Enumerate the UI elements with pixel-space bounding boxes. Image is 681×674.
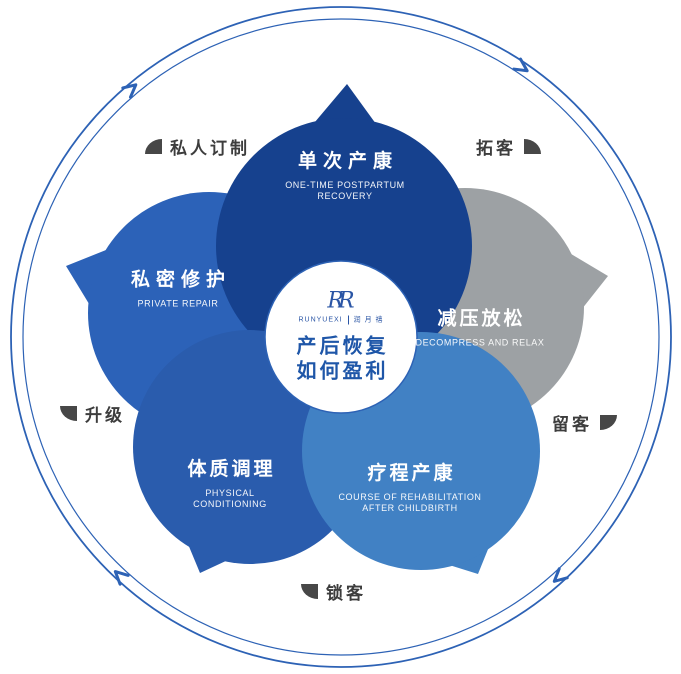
ring-label-text: 拓客 [476, 139, 516, 158]
flow-arrows [113, 57, 569, 586]
fan-icon [145, 139, 162, 154]
fan-icon [301, 584, 318, 599]
fan-icon [600, 415, 617, 430]
ring-label-text: 留客 [552, 415, 592, 434]
outer-ring [10, 6, 672, 668]
flow-arrow-bottom-left-icon [113, 570, 130, 586]
flow-arrow-top-left-icon [121, 83, 138, 99]
flow-arrow-top-right-icon [512, 57, 529, 73]
flow-arrow-bottom-right-icon [552, 567, 569, 583]
ring-label-text: 升级 [85, 406, 125, 425]
ring-label-text: 锁客 [326, 584, 366, 603]
ring-label-private-customization: 私人订制 [145, 134, 250, 159]
center-circle [264, 260, 418, 414]
ring-label-lock-customers: 锁客 [301, 579, 366, 604]
inner-ring [22, 18, 660, 656]
fan-icon [60, 406, 77, 421]
ring-label-upgrade: 升级 [60, 401, 125, 426]
fan-icon [524, 139, 541, 154]
ring-label-attract-customers: 拓客 [476, 134, 541, 159]
ring-label-text: 私人订制 [170, 139, 250, 158]
ring-label-retain-customers: 留客 [552, 410, 617, 435]
